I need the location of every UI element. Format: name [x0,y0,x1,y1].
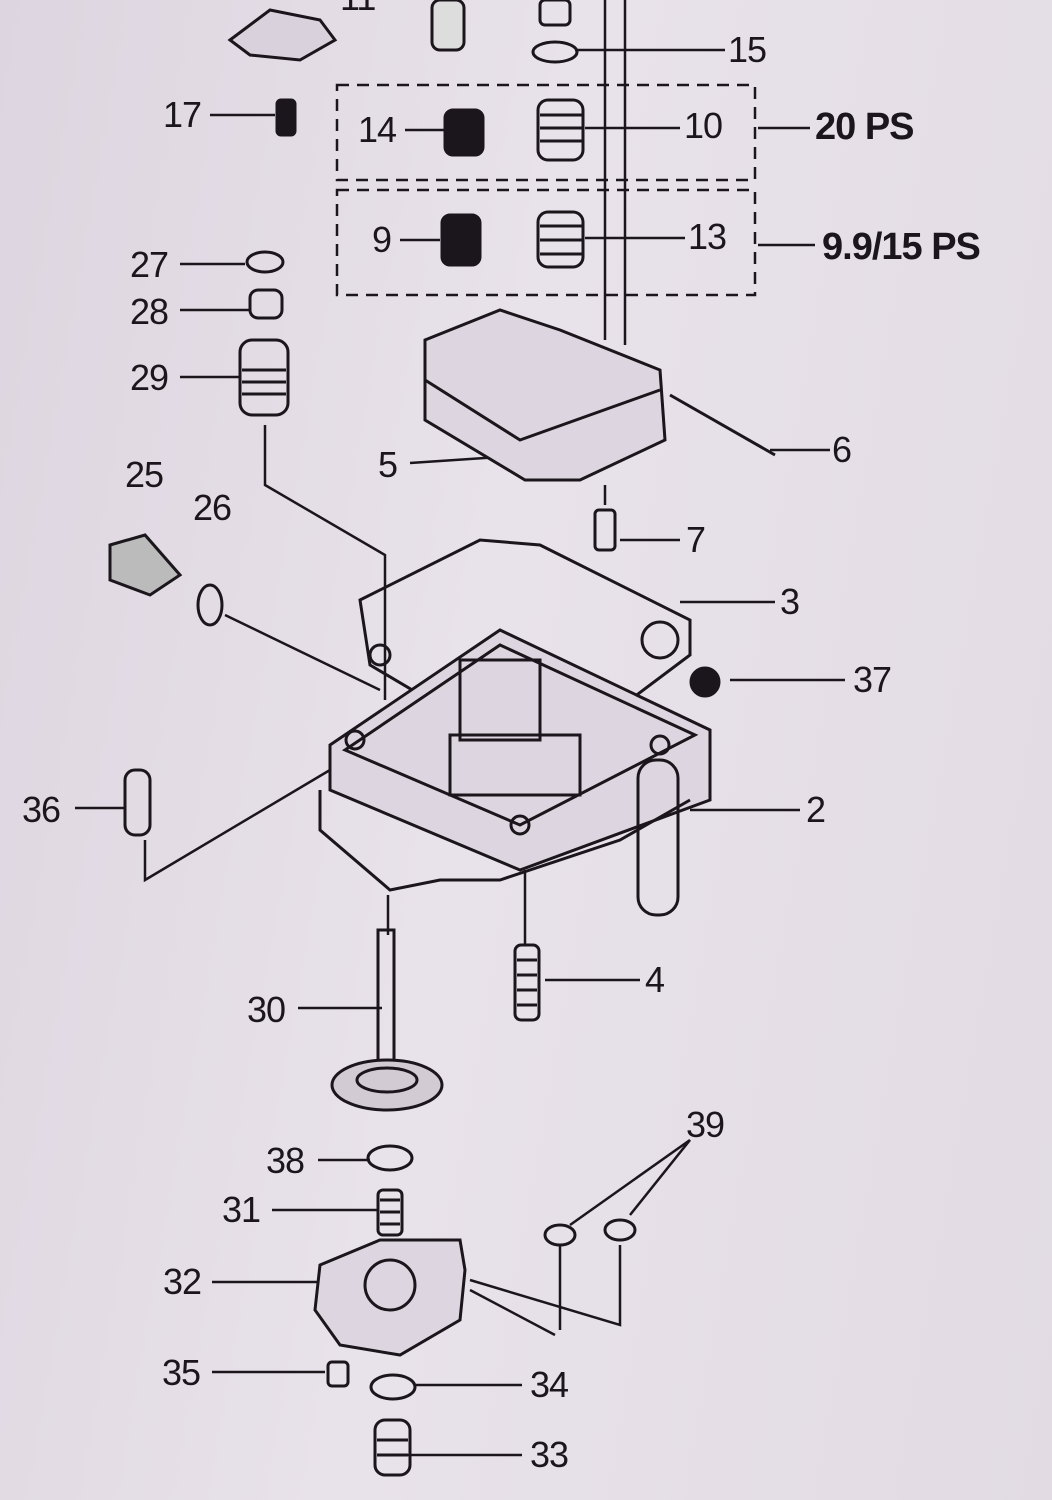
part-label-2: 2 [806,789,826,830]
parts [108,0,776,1477]
part-label-13: 13 [688,216,727,257]
part-label-34: 34 [530,1364,569,1405]
part-label-26: 26 [193,487,232,528]
part-label-28: 28 [130,291,169,332]
part-label-30: 30 [247,989,286,1030]
part-label-15: 15 [728,29,767,70]
part-label-35: 35 [162,1352,201,1393]
part-label-9: 9 [372,219,392,260]
part-label-27: 27 [130,244,169,285]
group-label-20ps: 20 PS [815,106,915,148]
part-label-7: 7 [686,519,706,560]
part-label-38: 38 [266,1140,305,1181]
part-label-3: 3 [780,581,800,622]
part-label-36: 36 [22,789,61,830]
part-label-29: 29 [130,357,169,398]
part-label-31: 31 [222,1189,261,1230]
group-boxes [335,83,757,297]
group-label-9-9-15ps: 9.9/15 PS [822,226,981,268]
part-label-39: 39 [686,1104,725,1145]
part-label-6: 6 [832,429,852,470]
leader-lines [75,0,845,1457]
part-label-37: 37 [853,659,892,700]
part-label-32: 32 [163,1261,202,1302]
part-label-14: 14 [358,109,397,150]
part-label-4: 4 [645,959,665,1000]
part-label-5: 5 [378,444,398,485]
part-label-33: 33 [530,1434,569,1475]
part-label-25: 25 [125,454,164,495]
part-label-17: 17 [163,94,202,135]
part-label-10: 10 [684,105,723,146]
part-label-11: 11 [340,0,376,16]
